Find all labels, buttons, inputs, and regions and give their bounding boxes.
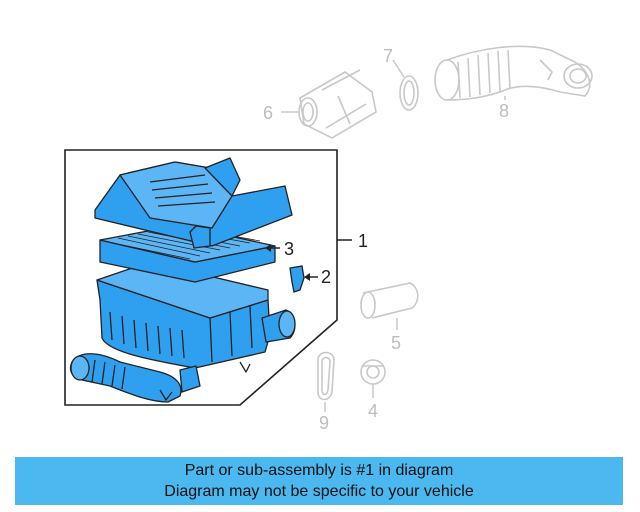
part-5-filter-tube bbox=[360, 282, 419, 319]
part-2-clip[interactable] bbox=[289, 265, 305, 293]
callout-7: 7 bbox=[383, 46, 393, 66]
callout-2: 2 bbox=[321, 267, 331, 287]
notice-line-1: Part or sub-assembly is #1 in diagram bbox=[184, 462, 454, 479]
callout-6: 6 bbox=[263, 103, 273, 123]
callout-4: 4 bbox=[368, 401, 378, 421]
callout-9: 9 bbox=[319, 413, 329, 433]
callout-3: 3 bbox=[284, 239, 294, 259]
callout-5: 5 bbox=[391, 333, 401, 353]
assembly-frame bbox=[64, 149, 338, 406]
part-6-mass-airflow-sensor bbox=[298, 69, 377, 139]
notice-banner: Part or sub-assembly is #1 in diagram Di… bbox=[15, 457, 623, 505]
part-1-air-cleaner-assembly[interactable] bbox=[69, 157, 296, 403]
notice-line-2: Diagram may not be specific to your vehi… bbox=[164, 483, 474, 500]
part-4-grommet bbox=[360, 359, 386, 385]
part-8-intake-hose bbox=[434, 45, 593, 101]
part-7-seal-ring bbox=[399, 75, 419, 111]
parts-diagram: 1 2 3 4 5 6 7 8 9 bbox=[64, 45, 593, 433]
callout-1: 1 bbox=[358, 231, 368, 251]
part-9-gasket bbox=[317, 351, 335, 401]
callout-8: 8 bbox=[499, 101, 509, 121]
